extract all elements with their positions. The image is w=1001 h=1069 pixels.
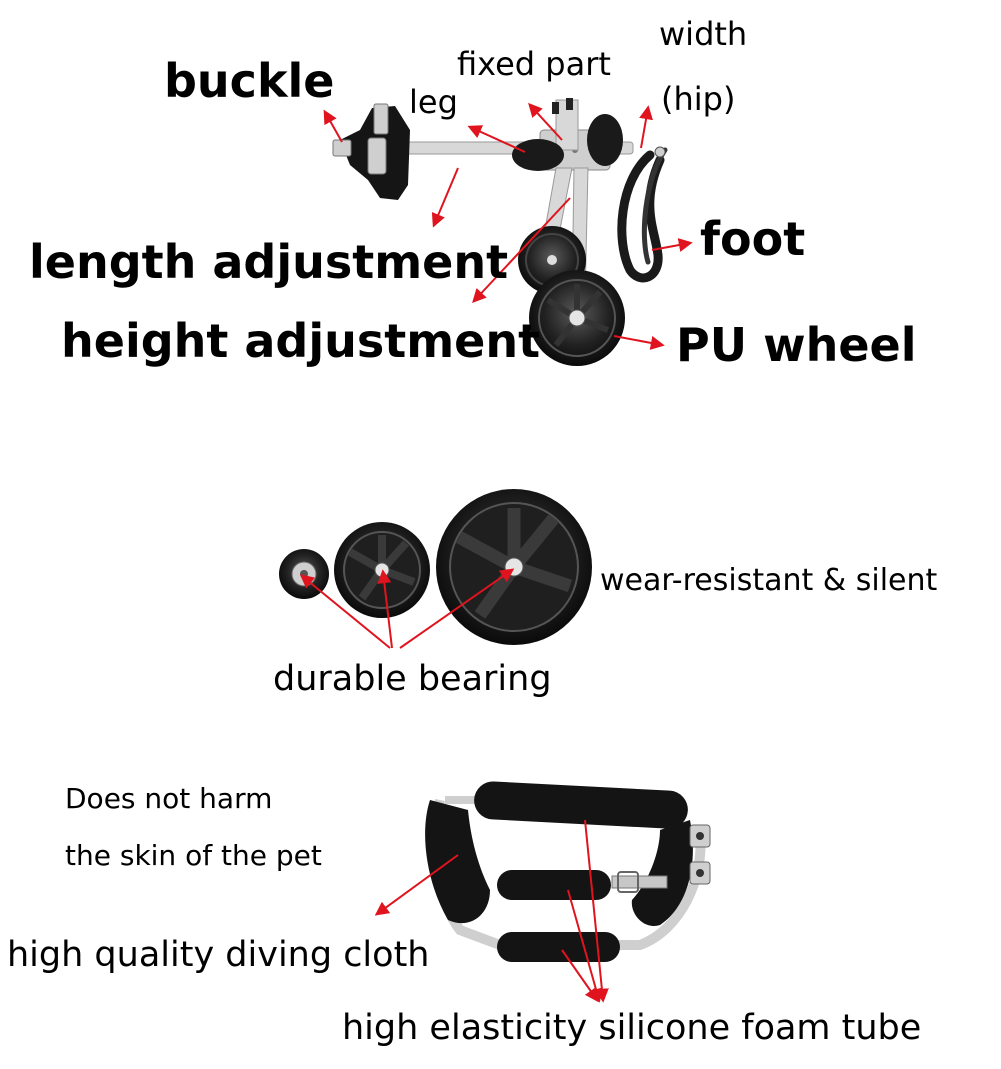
label-pu-wheel: PU wheel [676, 318, 917, 372]
foot-strap [617, 146, 668, 283]
medium-wheel [334, 522, 430, 618]
label-leg: leg [409, 83, 458, 121]
label-diving-cloth: high quality diving cloth [7, 935, 430, 975]
label-foam-tube: high elasticity silicone foam tube [342, 1008, 922, 1048]
label-wear-resistant: wear-resistant & silent [600, 563, 938, 598]
label-fixed-part: fixed part [457, 45, 611, 83]
label-does-not-harm-2: the skin of the pet [65, 839, 322, 872]
harness-illustration [425, 781, 711, 962]
section2-arrows [299, 568, 515, 649]
label-length-adjustment: length adjustment [29, 235, 509, 289]
label-hip: (hip) [661, 80, 736, 118]
wheelchair-illustration [332, 98, 668, 366]
bottom-foam-tube [497, 932, 620, 962]
top-foam-tube [474, 781, 688, 829]
section3-arrows [374, 819, 609, 1003]
label-buckle: buckle [164, 54, 335, 108]
wheels-illustration [279, 489, 592, 645]
leg-pad [512, 139, 564, 171]
buckle-harness [332, 103, 410, 200]
label-durable-bearing: durable bearing [273, 659, 552, 699]
middle-foam-tube [497, 870, 611, 900]
label-width: width [659, 15, 748, 53]
label-does-not-harm-1: Does not harm [65, 782, 273, 815]
label-height-adjustment: height adjustment [61, 314, 541, 368]
pu-wheel-graphic [529, 270, 625, 366]
large-wheel [436, 489, 592, 645]
label-foot: foot [700, 212, 806, 266]
section1-arrows [323, 102, 693, 350]
